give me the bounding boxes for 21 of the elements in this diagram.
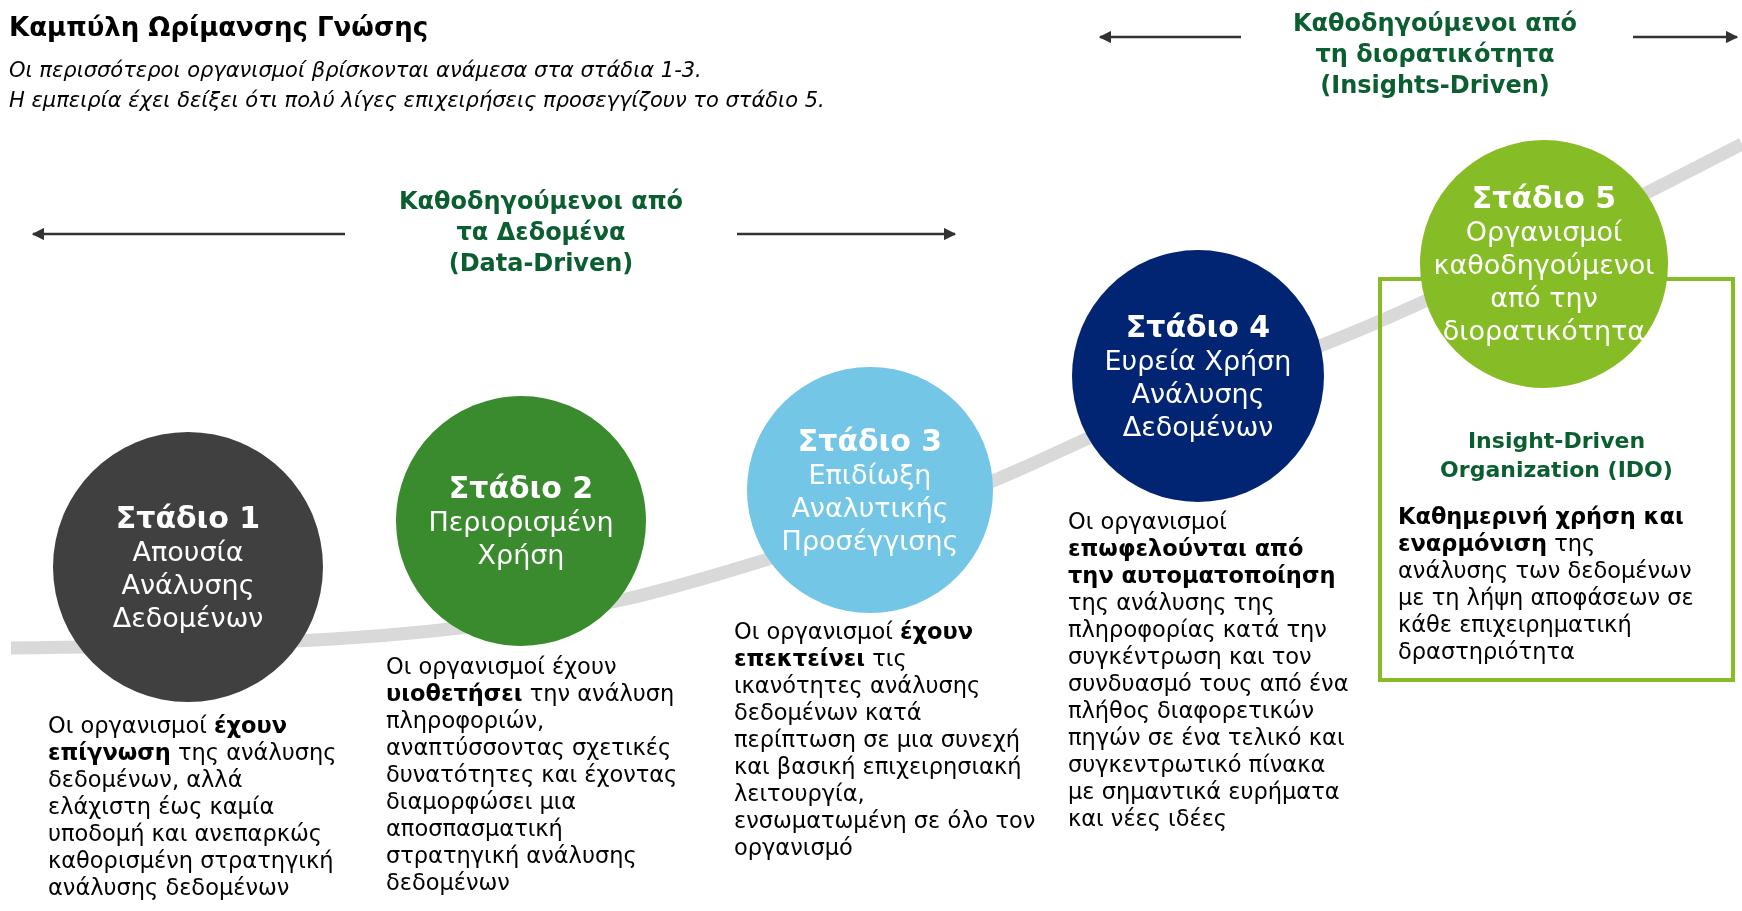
box-description: Καθημερινή χρήση και εναρμόνιση της ανάλυσης των δεδομένων με τη λήψη αποφάσεων σε κάθε επιχειρηματική δραστηριότητα <box>1398 503 1695 665</box>
subtitle: Η εμπειρία έχει δείξει ότι πολύ λίγες επιχειρήσεις προσεγγίζουν το στάδιο 5. <box>9 88 825 112</box>
stage-description: Οι οργανισμοί έχουν υιοθετήσει την ανάλυση πληροφοριών, αναπτύσσοντας σχετικές δυνατότητες και έχοντας διαμορφώσει μια αποσπασματική στρατηγική ανάλυσης δεδομένων <box>386 653 679 896</box>
title: Καμπύλη Ωρίμανσης Γνώσης <box>9 12 429 42</box>
box-heading: Insight-Driven Organization (IDO) <box>1439 427 1674 484</box>
stage-name: Οργανισμοί καθοδηγούμενοι από την διορατικότητα <box>1432 215 1656 347</box>
stage-name: Ευρεία Χρήση Ανάλυσης Δεδομένων <box>1103 343 1293 443</box>
section-heading: Καθοδηγούμενοι από τα Δεδομένα (Data-Driven) <box>397 186 685 279</box>
section-heading: Καθοδηγούμενοι από τη διορατικότητα (Insights-Driven) <box>1291 8 1579 101</box>
stage-number: Στάδιο 4 <box>1125 309 1271 344</box>
stage-name: Περιορισμένη Χρήση <box>427 505 615 571</box>
stage-description: Οι οργανισμοί έχουν επίγνωση της ανάλυσης δεδομένων, αλλά ελάχιστη έως καμία υποδομή και ανεπαρκώς καθορισμένη στρατηγική ανάλυσης δεδομένων <box>48 712 338 901</box>
stage-description: Οι οργανισμοί έχουν επεκτείνει τις ικανότητες ανάλυσης δεδομένων κατά περίπτωση σε μια συνεχή και βασική επιχειρησιακή λειτουργία, ενσωματωμένη σε όλο τον οργανισμό <box>734 618 1036 861</box>
stage-description: Οι οργανισμοί επωφελούνται από την αυτοματοποίηση της ανάλυσης της πληροφορίας κατά την συγκέντρωση και τον συνδυασμό τους από ένα πλήθος διαφορετικών πηγών σε ένα τελικό και συγκεντρωτικό πίνακα με σημαντικά ευρήματα και νέες ιδέες <box>1068 508 1350 832</box>
stage-number: Στάδιο 2 <box>448 471 594 505</box>
subtitle: Οι περισσότεροι οργανισμοί βρίσκονται ανάμεσα στα στάδια 1-3. <box>9 58 702 82</box>
stage-name: Απουσία Ανάλυσης Δεδομένων <box>111 534 265 634</box>
stage-number: Στάδιο 1 <box>115 500 261 535</box>
stage-number: Στάδιο 3 <box>797 423 943 458</box>
stage-name: Επιδίωξη Αναλυτικής Προσέγγισης <box>780 457 960 557</box>
stage-number: Στάδιο 5 <box>1471 181 1617 215</box>
